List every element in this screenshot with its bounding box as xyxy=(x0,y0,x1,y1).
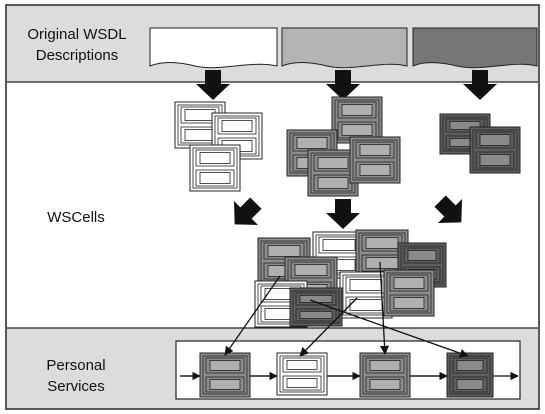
wsdl-document-light xyxy=(281,27,408,69)
cell-to-service-links xyxy=(224,261,469,358)
wscell xyxy=(189,144,241,192)
personal-services-workflow xyxy=(180,352,519,398)
link-1 xyxy=(224,275,281,356)
link-4 xyxy=(309,299,469,358)
wscell xyxy=(469,126,521,174)
wscell xyxy=(331,96,383,144)
top-band-label-line2: Descriptions xyxy=(36,47,119,64)
converge-arrow-left xyxy=(233,197,262,226)
wscell xyxy=(307,149,359,197)
converging-arrows xyxy=(233,195,463,229)
wscell xyxy=(349,136,401,184)
down-arrow-1 xyxy=(196,70,230,100)
wsdl-document-white xyxy=(149,27,278,69)
down-arrow-3 xyxy=(463,70,497,100)
bottom-band-label-line2: Services xyxy=(47,378,105,395)
service-block-4 xyxy=(446,352,494,398)
service-block-1 xyxy=(199,352,251,398)
extraction-arrows xyxy=(196,70,497,100)
converge-arrow-right xyxy=(434,195,463,224)
bottom-band-label-line1: Personal xyxy=(46,357,105,374)
service-block-3 xyxy=(359,352,411,398)
wscell xyxy=(383,269,435,317)
link-3 xyxy=(379,261,390,355)
wsdl-document-dark xyxy=(412,27,538,69)
wscell-groups xyxy=(174,96,521,328)
link-2 xyxy=(299,297,358,357)
service-block-2 xyxy=(276,352,328,396)
down-arrow-2 xyxy=(326,70,360,100)
wscells-label: WSCells xyxy=(47,209,105,226)
top-band-label-line1: Original WSDL xyxy=(27,26,126,43)
converge-arrow-center xyxy=(326,199,360,229)
wscell xyxy=(289,287,343,327)
